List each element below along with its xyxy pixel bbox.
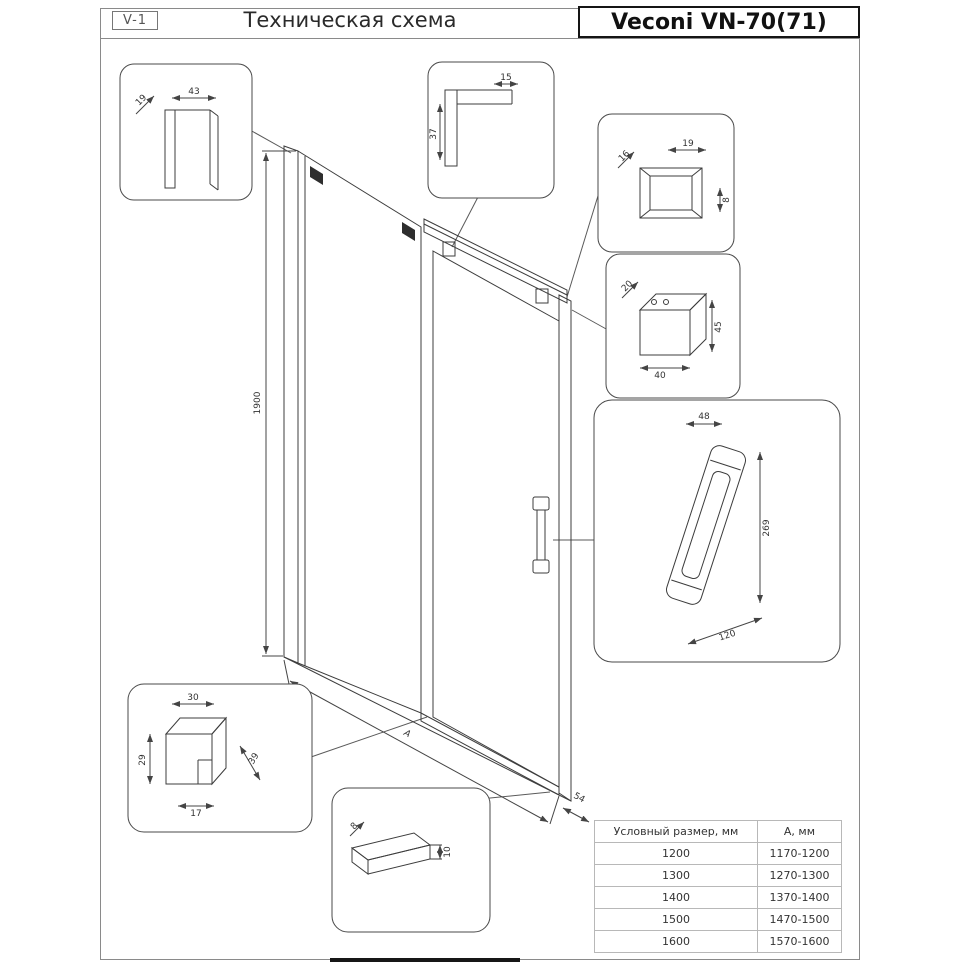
bracket-height-label: 29 — [138, 754, 148, 766]
table-cell: 1370-1400 — [756, 886, 843, 909]
size-table-header-a: А, мм — [756, 820, 843, 843]
fixed-glass-panel — [297, 150, 422, 714]
top-rail-height-label: 37 — [429, 128, 439, 139]
right-wall-profile — [558, 294, 572, 802]
callout-top-rail: 15 37 — [427, 61, 555, 199]
callout-wall-profile: 43 19 — [119, 63, 253, 201]
sliding-door-panel — [432, 250, 560, 788]
top-rail — [423, 218, 568, 304]
table-cell: 1500 — [594, 908, 758, 931]
door-hanger-left — [442, 241, 456, 257]
revision-box: V-1 — [112, 11, 158, 30]
brand-label: Veconi VN-70(71) — [611, 9, 827, 35]
callout-rail-end: 16 19 8 — [597, 113, 735, 253]
table-cell: 1400 — [594, 886, 758, 909]
bottom-profile-depth-label: 8 — [349, 821, 360, 832]
table-cell: 1270-1300 — [756, 864, 843, 887]
glass-clip-top — [310, 166, 323, 185]
left-wall-profile — [283, 145, 299, 664]
table-cell: 1600 — [594, 930, 758, 953]
bottom-strip — [420, 712, 560, 796]
dimension-corner: 54 — [562, 791, 590, 823]
brand-box: Veconi VN-70(71) — [578, 6, 860, 38]
height-dim-label: 1900 — [253, 391, 263, 414]
table-cell: 1570-1600 — [756, 930, 843, 953]
width-dim-label: A — [401, 728, 412, 740]
table-cell: 1170-1200 — [756, 842, 843, 865]
door-hanger-right — [535, 288, 549, 304]
dimension-height: 1900 — [253, 150, 296, 657]
callout-bottom-profile: 8 10 — [331, 787, 491, 933]
corner-block-height-label: 45 — [714, 321, 724, 332]
rail-end-width-label: 19 — [682, 139, 694, 149]
dimension-width: A — [283, 659, 560, 825]
wall-profile-width-label: 43 — [188, 87, 199, 97]
door-handle — [532, 496, 550, 574]
rail-end-height-label: 8 — [722, 197, 732, 203]
handle-width-label: 48 — [698, 412, 710, 422]
corner-block-width-label: 40 — [654, 371, 666, 381]
bottom-scan-mark — [330, 958, 520, 962]
size-table-header-size: Условный размер, мм — [594, 820, 758, 843]
callout-handle: 48 269 120 — [593, 399, 841, 663]
table-cell: 1470-1500 — [756, 908, 843, 931]
bracket-base-label: 17 — [190, 809, 201, 819]
shower-unit-drawing — [283, 145, 572, 802]
glass-clip-mid — [402, 222, 415, 241]
top-rail-width-label: 15 — [500, 73, 511, 83]
revision-label: V-1 — [122, 13, 148, 28]
bottom-profile-height-label: 10 — [443, 846, 453, 858]
handle-height-label: 269 — [762, 519, 772, 536]
bracket-width-label: 30 — [187, 693, 199, 703]
sheet-title: Техническая схема — [243, 8, 457, 32]
header-divider — [100, 38, 860, 39]
corner-dim-label: 54 — [572, 791, 587, 805]
size-table-header-row: Условный размер, мм А, мм — [594, 820, 843, 843]
table-cell: 1200 — [594, 842, 758, 865]
callout-corner-block: 20 40 45 — [605, 253, 741, 399]
table-cell: 1300 — [594, 864, 758, 887]
callout-wall-bracket: 30 29 17 39 — [127, 683, 313, 833]
